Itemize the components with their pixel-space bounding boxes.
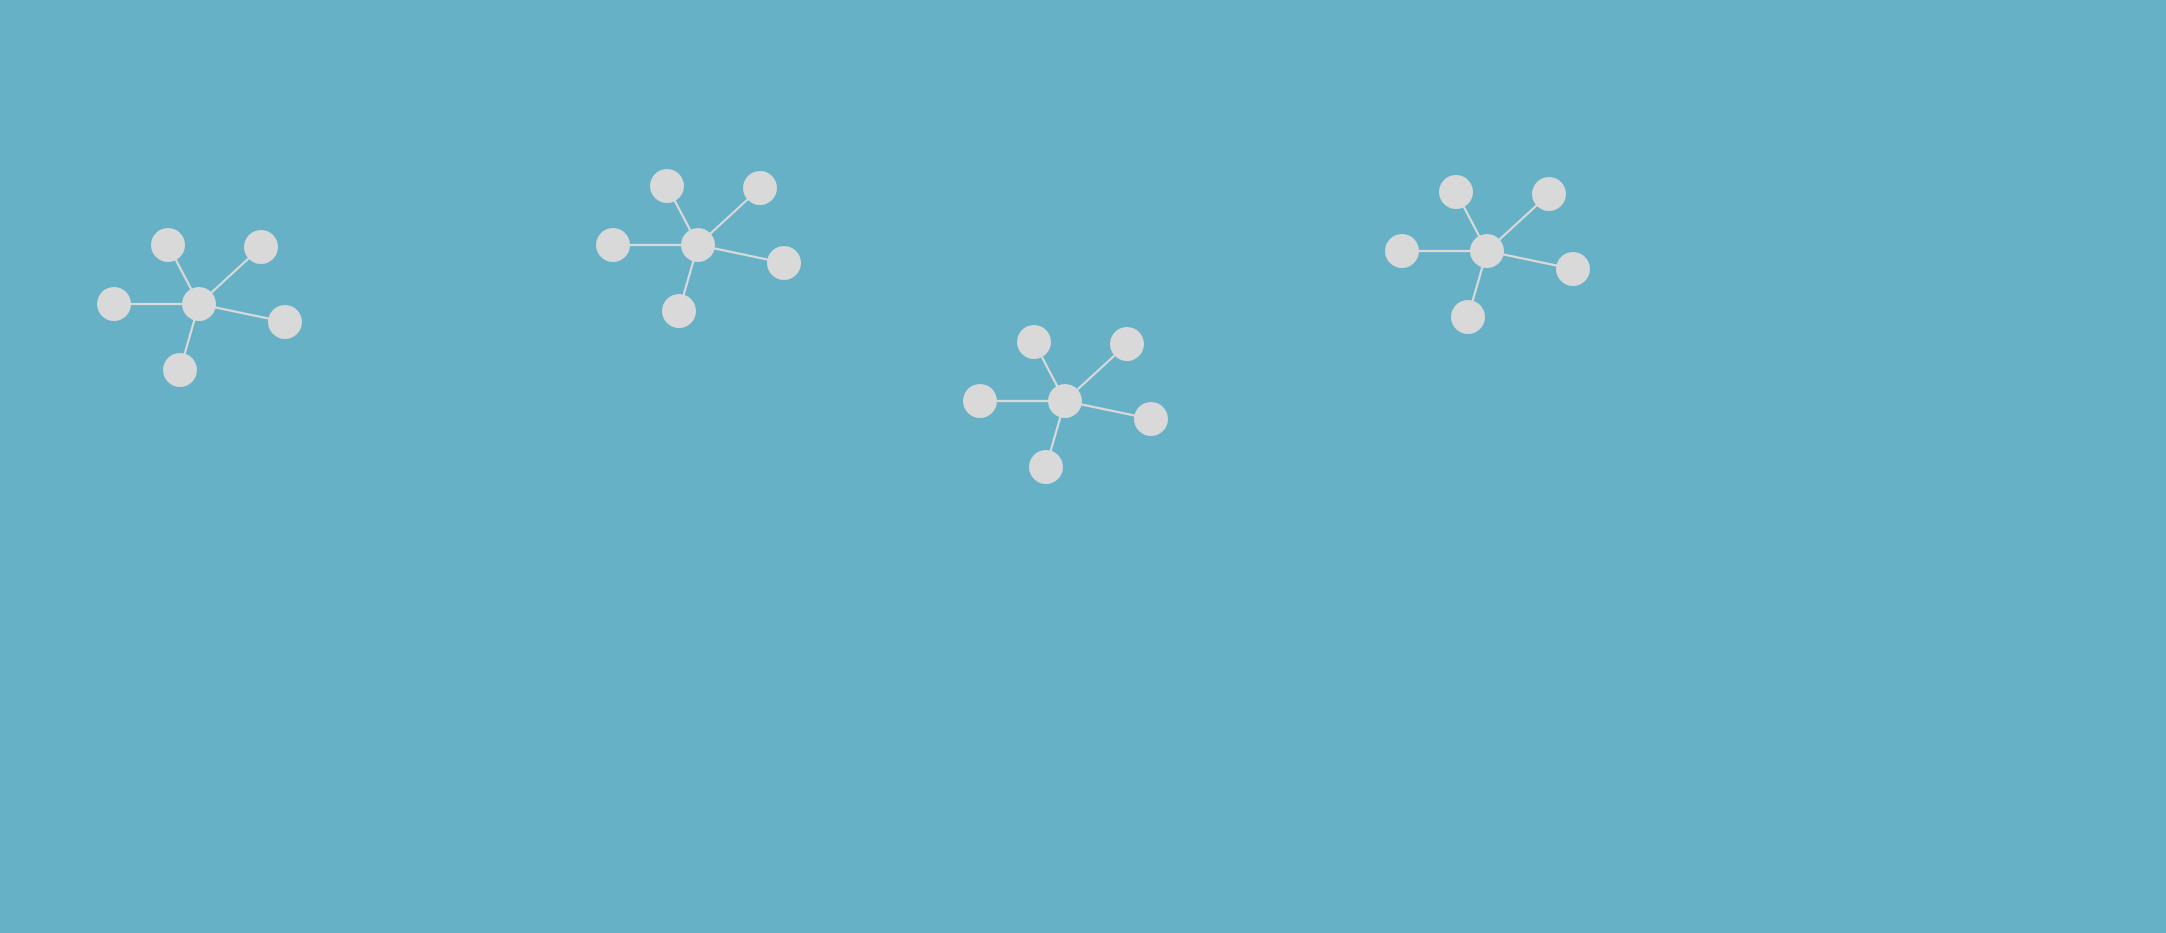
node-hub <box>681 228 715 262</box>
node-leaf-bottom <box>163 353 197 387</box>
node-leaf-upper-right <box>1110 327 1144 361</box>
node-hub <box>1470 234 1504 268</box>
node-leaf-bottom <box>1451 300 1485 334</box>
node-leaf-upper-right <box>1532 177 1566 211</box>
node-leaf-upper-left <box>151 228 185 262</box>
node-leaf-right <box>268 305 302 339</box>
node-leaf-right <box>767 246 801 280</box>
node-leaf-upper-right <box>244 230 278 264</box>
node-leaf-upper-left <box>1017 325 1051 359</box>
node-leaf-right <box>1134 402 1168 436</box>
node-leaf-right <box>1556 252 1590 286</box>
node-hub <box>1048 384 1082 418</box>
cluster-1 <box>97 228 302 387</box>
node-leaf-upper-left <box>1439 175 1473 209</box>
node-leaf-left <box>596 228 630 262</box>
cluster-2 <box>596 169 801 328</box>
cluster-3 <box>963 325 1168 484</box>
node-hub <box>182 287 216 321</box>
node-leaf-upper-left <box>650 169 684 203</box>
node-leaf-bottom <box>1029 450 1063 484</box>
node-leaf-left <box>97 287 131 321</box>
node-leaf-left <box>963 384 997 418</box>
node-leaf-bottom <box>662 294 696 328</box>
node-leaf-upper-right <box>743 171 777 205</box>
node-leaf-left <box>1385 234 1419 268</box>
cluster-4 <box>1385 175 1590 334</box>
